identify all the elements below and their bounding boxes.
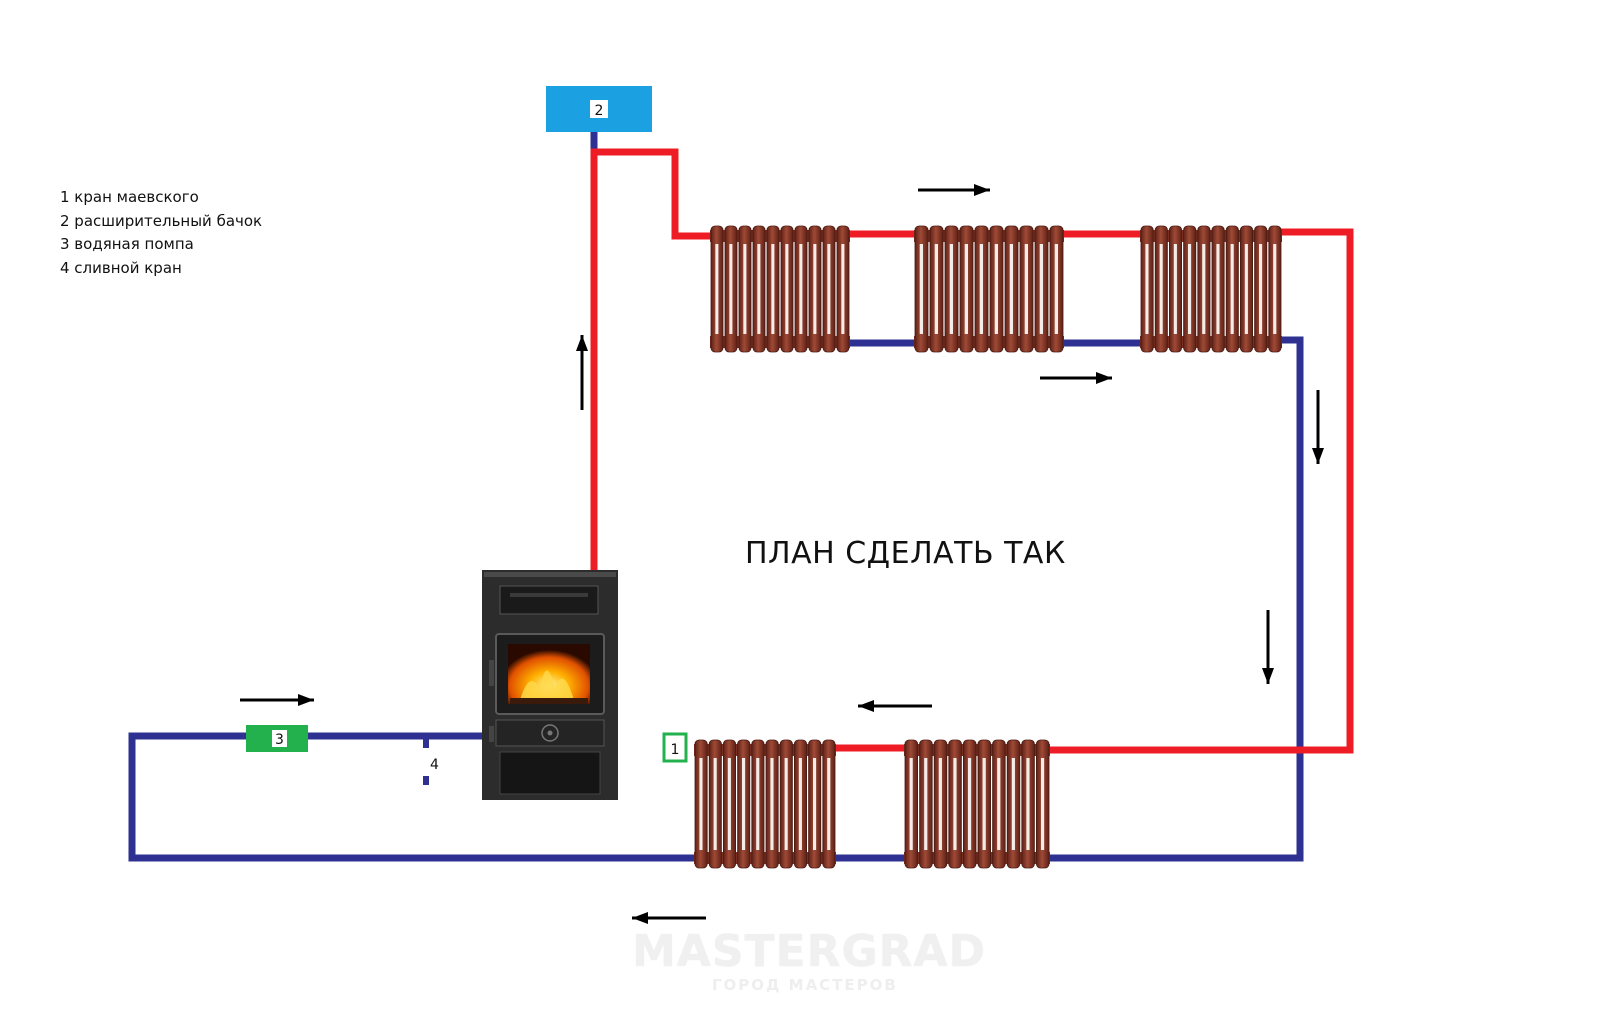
supply-pipe: [590, 148, 1354, 754]
legend-item-drain-valve: 4 сливной кран: [60, 258, 182, 277]
flow-arrow-icon: [632, 912, 706, 924]
radiator-icon: [904, 739, 1050, 869]
legend-item-mayevsky: 1 кран маевского: [60, 188, 199, 206]
watermark-subtitle: ГОРОД МАСТЕРОВ: [712, 976, 898, 994]
flow-arrow-icon: [576, 335, 588, 410]
radiator-icon: [710, 225, 850, 353]
flow-arrow-icon: [1040, 372, 1112, 384]
mayevsky-valve: 1: [662, 732, 688, 763]
flow-arrow-icon: [918, 184, 990, 196]
stove-icon: [482, 570, 618, 800]
legend-item-expansion-tank: 2 расширительный бачок: [60, 211, 263, 230]
diagram-title: ПЛАН СДЕЛАТЬ ТАК: [745, 536, 1066, 571]
watermark-logo: MASTERGRAD: [632, 926, 987, 977]
water-pump: 3: [246, 725, 308, 752]
radiator-icon: [694, 739, 836, 869]
water-pump-label: 3: [275, 732, 284, 748]
legend: 1 кран маевского 2 расширительный бачок …: [60, 186, 262, 280]
expansion-tank-label: 2: [595, 103, 604, 119]
flow-arrow-icon: [858, 700, 932, 712]
expansion-tank: 2: [546, 86, 652, 132]
legend-item-pump: 3 водяная помпа: [60, 235, 194, 253]
flow-arrow-icon: [1312, 390, 1324, 464]
radiator-icon: [914, 225, 1064, 353]
mayevsky-valve-label: 1: [671, 742, 680, 758]
flow-arrow-icon: [1262, 610, 1274, 684]
drain-valve-label: 4: [430, 757, 439, 773]
flow-arrow-icon: [240, 694, 314, 706]
radiator-icon: [1140, 225, 1282, 353]
